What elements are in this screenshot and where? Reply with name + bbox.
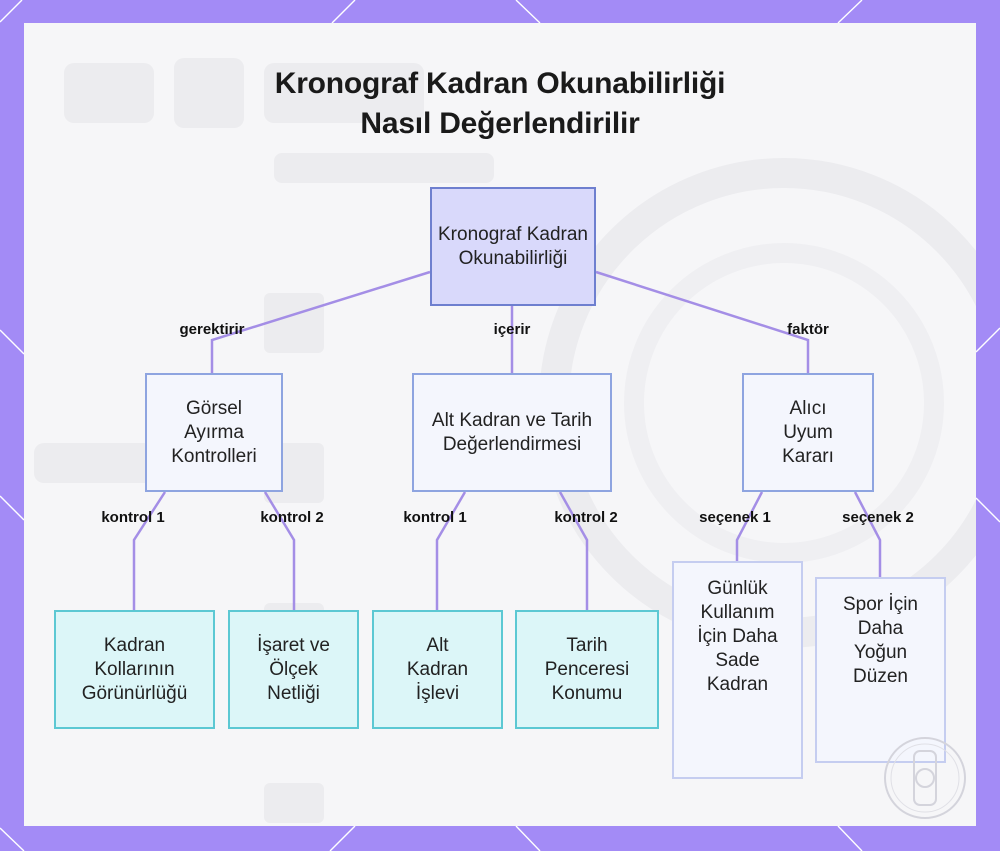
edge-label-requires: gerektirir: [179, 321, 245, 338]
node-hands-label: Kadran Kollarının Görünürlüğü: [81, 634, 188, 704]
watch-crest-icon: [884, 737, 966, 819]
node-daily-label: Günlük Kullanım İçin Daha Sade Kadran: [697, 578, 778, 695]
node-root: Kronograf Kadran Okunabilirliği: [430, 187, 596, 306]
node-hands-visibility: Kadran Kollarının Görünürlüğü: [54, 610, 215, 729]
node-daily-dial: Günlük Kullanım İçin Daha Sade Kadran: [672, 561, 803, 779]
node-subdial-label: Alt Kadran ve Tarih Değerlendirmesi: [431, 409, 593, 455]
edge-label-control2-visual: kontrol 2: [260, 509, 324, 526]
node-marker-clarity: İşaret ve Ölçek Netliği: [228, 610, 359, 729]
node-visual-label: Görsel Ayırma Kontrolleri: [171, 397, 257, 467]
node-root-label: Kronograf Kadran Okunabilirliği: [438, 223, 588, 269]
edge-label-includes: içerir: [493, 321, 531, 338]
edge-label-option2: seçenek 2: [842, 509, 914, 526]
edge-root-visual: [210, 270, 431, 375]
node-sport-layout: Spor İçin Daha Yoğun Düzen: [815, 577, 946, 763]
edge-visual-markers: [263, 491, 296, 611]
node-sport-label: Spor İçin Daha Yoğun Düzen: [843, 594, 918, 687]
node-visual-separation: Görsel Ayırma Kontrolleri: [145, 373, 283, 492]
edge-subdial-date: [558, 491, 589, 611]
node-subdial-date: Alt Kadran ve Tarih Değerlendirmesi: [412, 373, 612, 492]
edge-subdial-func: [435, 491, 467, 611]
node-subdial-function: Alt Kadran İşlevi: [372, 610, 503, 729]
node-date-window: Tarih Penceresi Konumu: [515, 610, 659, 729]
node-buyer-fit: Alıcı Uyum Kararı: [742, 373, 874, 492]
edge-root-buyer: [595, 270, 810, 375]
node-subdial-func-label: Alt Kadran İşlevi: [406, 634, 469, 704]
edge-buyer-daily: [735, 491, 764, 562]
edge-label-control2-subdial: kontrol 2: [554, 509, 618, 526]
edge-label-option1: seçenek 1: [699, 509, 771, 526]
edge-label-factor: faktör: [787, 321, 829, 338]
node-markers-label: İşaret ve Ölçek Netliği: [257, 634, 330, 704]
edge-buyer-sport: [853, 491, 882, 578]
edge-label-control1-subdial: kontrol 1: [403, 509, 467, 526]
edge-label-control1-visual: kontrol 1: [101, 509, 165, 526]
title-line-2: Nasıl Değerlendirilir: [360, 107, 640, 140]
node-buyer-label: Alıcı Uyum Kararı: [782, 397, 834, 467]
edge-visual-hands: [132, 491, 167, 611]
diagram-title: Kronograf Kadran Okunabilirliği Nasıl De…: [0, 64, 1000, 144]
title-line-1: Kronograf Kadran Okunabilirliği: [274, 67, 726, 100]
node-date-window-label: Tarih Penceresi Konumu: [544, 634, 630, 704]
